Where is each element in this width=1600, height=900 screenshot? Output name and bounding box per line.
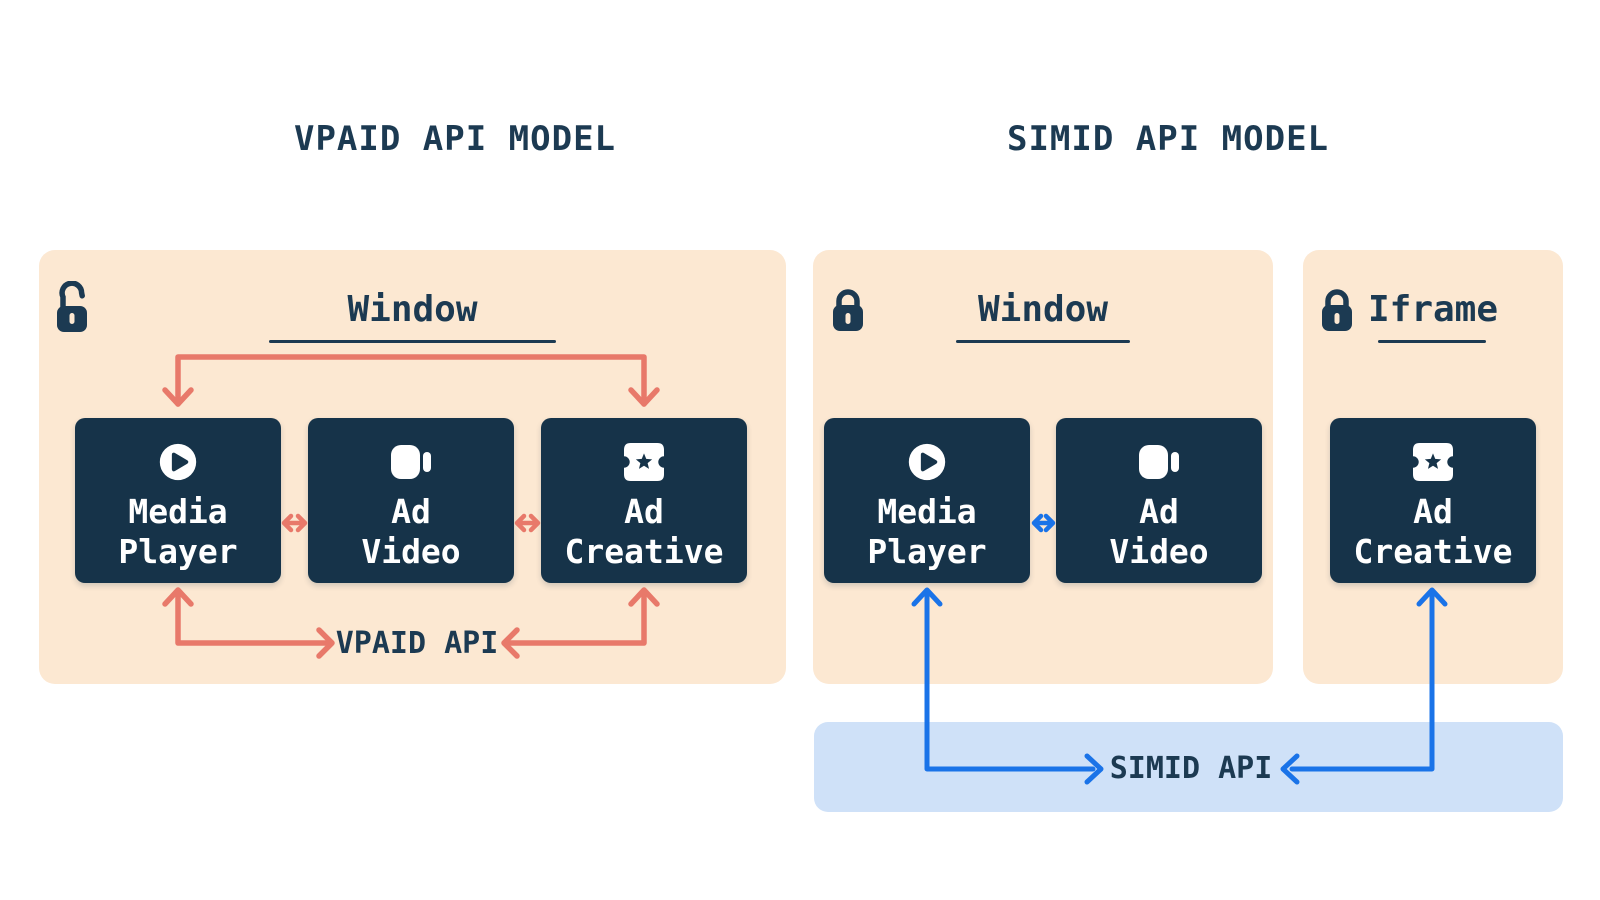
lock-closed-icon: [1322, 289, 1352, 331]
simid-api-label: SIMID API: [1109, 751, 1273, 786]
vpaid-window-underline: [269, 340, 556, 343]
simid-iframe-panel: Iframe Ad Creative: [1303, 250, 1563, 684]
simid-ad-video-node: Ad Video: [1056, 418, 1262, 583]
node-label: Media Player: [118, 492, 238, 571]
play-icon: [907, 442, 947, 482]
vpaid-api-label: VPAID API: [335, 626, 499, 661]
lock-open-icon: [57, 281, 87, 332]
simid-iframe-heading: Iframe: [1367, 289, 1499, 330]
vpaid-ad-creative-node: Ad Creative: [541, 418, 747, 583]
node-label: Ad Video: [1109, 492, 1209, 571]
ticket-icon: [1412, 442, 1454, 482]
vpaid-model-title: VPAID API MODEL: [293, 119, 617, 159]
simid-media-player-node: Media Player: [824, 418, 1030, 583]
vpaid-window-heading: Window: [347, 289, 478, 330]
node-label: Media Player: [867, 492, 987, 571]
simid-window-underline: [956, 340, 1130, 343]
simid-iframe-underline: [1378, 340, 1486, 343]
vpaid-ad-video-node: Ad Video: [308, 418, 514, 583]
simid-window-panel: Window Media Player Ad Video: [813, 250, 1273, 684]
video-camera-icon: [1138, 442, 1180, 482]
lock-closed-icon: [833, 289, 863, 331]
vpaid-window-panel: Window Media Player Ad Video: [39, 250, 786, 684]
node-label: Ad Creative: [564, 492, 724, 571]
vpaid-media-player-node: Media Player: [75, 418, 281, 583]
node-label: Ad Creative: [1353, 492, 1513, 571]
simid-ad-creative-node: Ad Creative: [1330, 418, 1536, 583]
simid-window-heading: Window: [977, 289, 1109, 330]
node-label: Ad Video: [361, 492, 461, 571]
ticket-icon: [623, 442, 665, 482]
play-icon: [158, 442, 198, 482]
simid-model-title: SIMID API MODEL: [1006, 119, 1330, 159]
video-camera-icon: [390, 442, 432, 482]
